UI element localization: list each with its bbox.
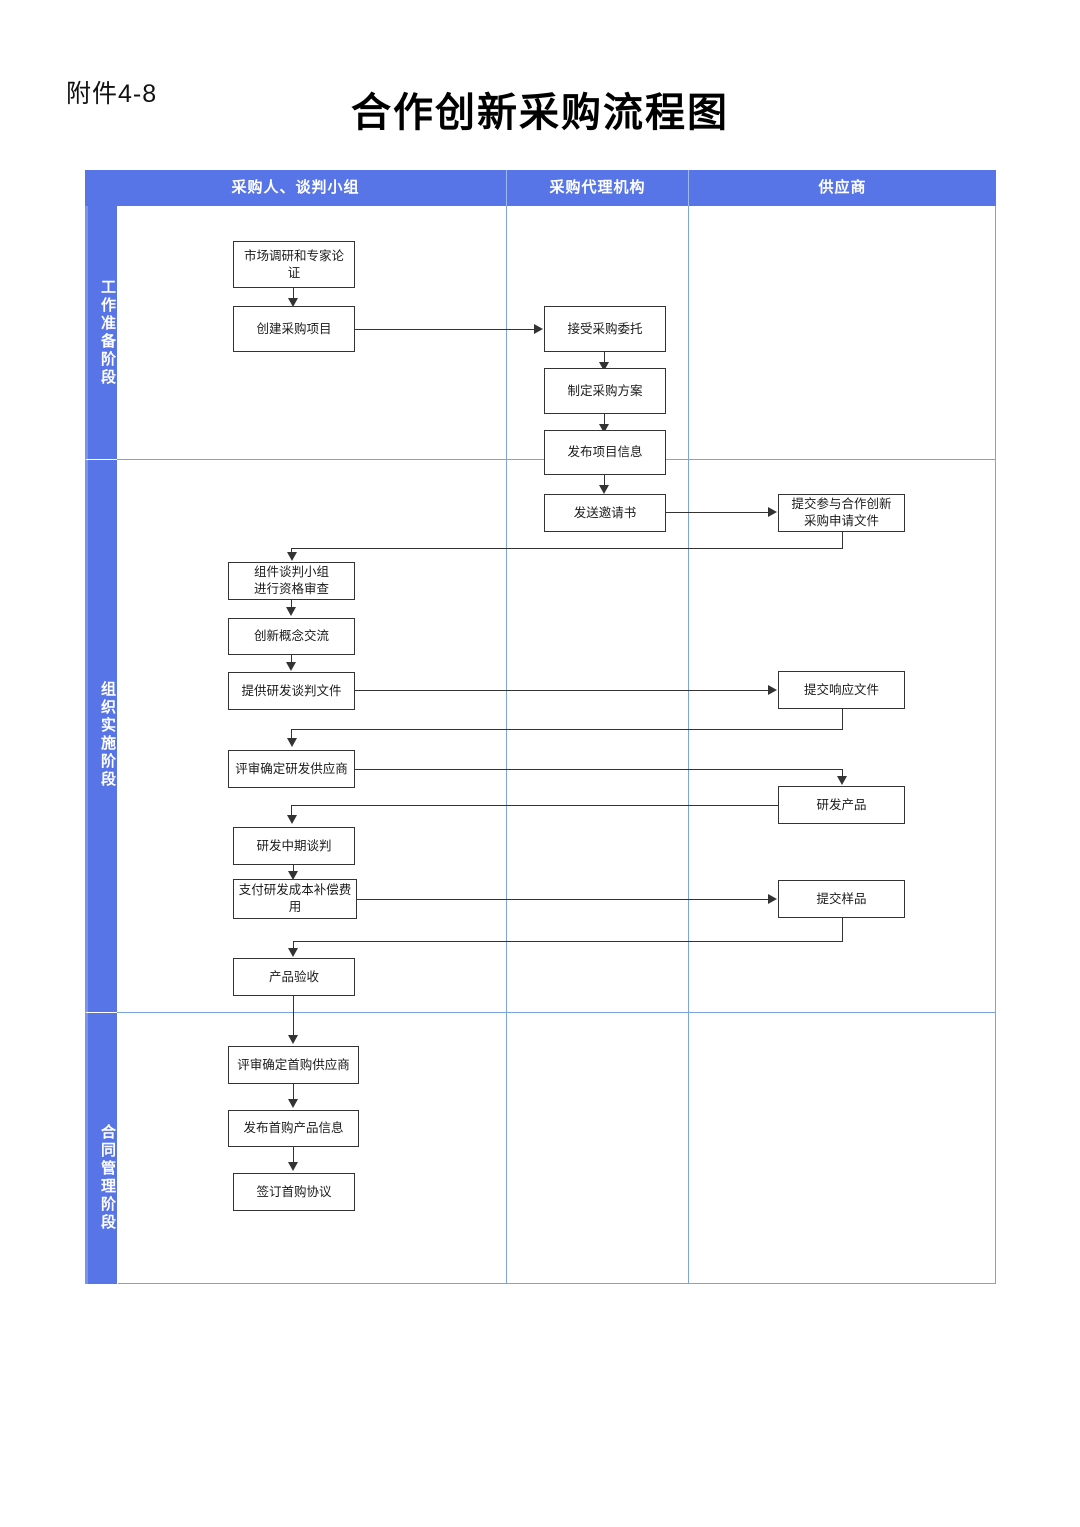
- connector-n18-n19: [293, 1084, 295, 1100]
- connector-n7-n8-down: [842, 532, 844, 549]
- lane-header-buyer: 采购人、谈判小组: [231, 179, 360, 196]
- page-title: 合作创新采购流程图: [351, 91, 729, 135]
- node-submit-application[interactable]: 提交参与合作创新采购申请文件: [778, 494, 905, 532]
- arrowhead-n7-n8: [287, 552, 297, 561]
- node-create-project[interactable]: 创建采购项目: [233, 306, 355, 352]
- arrowhead-n18-n19: [288, 1099, 298, 1108]
- connector-n9-n10: [291, 655, 293, 663]
- node-develop-product[interactable]: 研发产品: [778, 786, 905, 824]
- connector-n6-n7: [666, 512, 769, 514]
- node-formulate-plan[interactable]: 制定采购方案: [544, 368, 666, 414]
- node-review-select-rd-supplier[interactable]: 评审确定研发供应商: [228, 750, 355, 788]
- connector-n16-n17-down: [842, 918, 844, 942]
- phase-separator-2: [117, 1012, 996, 1013]
- arrowhead-n1-n2: [288, 298, 298, 307]
- phase-label-preparation: 工作准备阶段: [85, 206, 118, 459]
- connector-n17-n18: [293, 996, 295, 1036]
- node-product-acceptance[interactable]: 产品验收: [233, 958, 355, 996]
- lane-header-row: 采购人、谈判小组 采购代理机构 供应商: [85, 170, 996, 206]
- connector-n5-n6: [604, 475, 606, 485]
- phase-label-contract-text: 合同管理阶段: [99, 1124, 116, 1232]
- arrowhead-n17-n18: [288, 1035, 298, 1044]
- connector-n7-n8-left: [291, 548, 843, 550]
- node-publish-first-product-info[interactable]: 发布首购产品信息: [228, 1110, 359, 1147]
- phase-label-preparation-text: 工作准备阶段: [99, 279, 116, 387]
- node-pay-rd-cost-compensation[interactable]: 支付研发成本补偿费用: [233, 879, 357, 919]
- node-market-research[interactable]: 市场调研和专家论证: [233, 241, 355, 288]
- connector-n11-n12-left: [291, 729, 843, 731]
- connector-n14-n15: [293, 865, 295, 872]
- connector-n10-n11: [355, 690, 769, 692]
- arrowhead-n15-n16: [768, 894, 777, 904]
- arrowhead-n9-n10: [286, 662, 296, 671]
- arrowhead-n12-n13: [837, 776, 847, 785]
- arrowhead-n6-n7: [768, 507, 777, 517]
- lane-header-agency: 采购代理机构: [506, 170, 688, 206]
- arrowhead-n4-n5: [599, 424, 609, 433]
- connector-n19-n20: [293, 1147, 295, 1163]
- node-innovation-concept-exchange[interactable]: 创新概念交流: [228, 618, 355, 655]
- lane-header-supplier: 供应商: [688, 170, 996, 206]
- attachment-label: 附件4-8: [66, 80, 158, 108]
- connector-n4-n5: [604, 414, 606, 428]
- node-publish-project-info[interactable]: 发布项目信息: [544, 430, 666, 475]
- arrowhead-n2-n3: [534, 324, 543, 334]
- connector-n16-n17-left: [293, 941, 843, 943]
- connector-n11-n12-drop: [291, 729, 293, 740]
- connector-n1-n2: [293, 288, 295, 302]
- arrowhead-n11-n12: [287, 738, 297, 747]
- arrowhead-n13-n14: [287, 815, 297, 824]
- node-accept-commission[interactable]: 接受采购委托: [544, 306, 666, 352]
- node-send-invitation[interactable]: 发送邀请书: [544, 494, 666, 532]
- arrowhead-n5-n6: [599, 485, 609, 494]
- connector-n16-n17-drop: [293, 941, 295, 950]
- node-form-negotiation-team[interactable]: 组件谈判小组进行资格审查: [228, 562, 355, 600]
- phase-label-contract: 合同管理阶段: [85, 1013, 118, 1284]
- arrowhead-n14-n15: [288, 871, 298, 880]
- arrowhead-n3-n4: [599, 362, 609, 371]
- phase-label-implementation-text: 组织实施阶段: [99, 681, 116, 789]
- connector-n12-n13-down: [842, 769, 844, 778]
- arrowhead-n19-n20: [288, 1162, 298, 1171]
- node-midterm-negotiation[interactable]: 研发中期谈判: [233, 827, 355, 865]
- arrowhead-n16-n17: [288, 948, 298, 957]
- arrowhead-n10-n11: [768, 685, 777, 695]
- connector-n11-n12-down: [842, 709, 844, 730]
- connector-n2-n3: [355, 329, 535, 331]
- connector-n13-n14-left: [291, 805, 779, 807]
- node-provide-rd-negotiation-docs[interactable]: 提供研发谈判文件: [228, 672, 355, 710]
- connector-n12-n13-right: [355, 769, 843, 771]
- node-submit-sample[interactable]: 提交样品: [778, 880, 905, 918]
- node-submit-response-docs[interactable]: 提交响应文件: [778, 671, 905, 709]
- phase-label-implementation: 组织实施阶段: [85, 460, 118, 1012]
- arrowhead-n8-n9: [286, 607, 296, 616]
- connector-n3-n4: [604, 352, 606, 366]
- node-sign-first-purchase-agreement[interactable]: 签订首购协议: [233, 1173, 355, 1211]
- column-separator-1: [506, 206, 507, 1284]
- connector-n13-n14-drop: [291, 805, 293, 816]
- column-separator-2: [688, 206, 689, 1284]
- swimlane-table: [85, 170, 996, 1284]
- connector-n8-n9: [291, 600, 293, 608]
- connector-n15-n16: [357, 899, 769, 901]
- node-review-select-first-buy-supplier[interactable]: 评审确定首购供应商: [228, 1046, 359, 1084]
